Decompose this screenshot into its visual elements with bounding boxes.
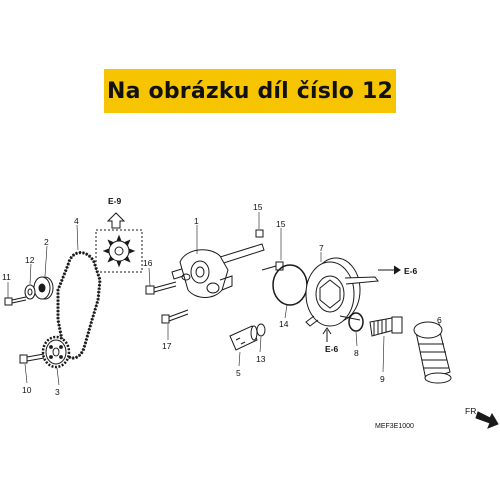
- callout-2: 2: [44, 237, 49, 247]
- callout-8: 8: [354, 348, 359, 358]
- washer-part-12: [24, 284, 36, 300]
- callout-labels: 1 2 3 4 5 6 7 8 9 10 11 12 13 14 15 15 1…: [2, 202, 442, 397]
- relief-valve-part-5: [229, 325, 258, 351]
- o-ring-part-8: [348, 312, 364, 332]
- bolt-part-17: [161, 309, 189, 324]
- callout-1: 1: [194, 216, 199, 226]
- drive-sprocket: [33, 276, 54, 300]
- banner-text: Na obrázku díl číslo 12: [107, 78, 393, 104]
- callout-16: 16: [143, 258, 153, 268]
- callout-11: 11: [2, 272, 11, 282]
- front-direction-arrow-icon: [475, 411, 499, 429]
- bolt-part-16: [145, 281, 177, 295]
- callout-6: 6: [437, 315, 442, 325]
- diagram-code: MEF3E1000: [375, 423, 414, 430]
- reference-e6-lower: E-6: [325, 344, 339, 354]
- o-ring-part-14: [272, 264, 308, 306]
- bolt-part-15a: [255, 229, 264, 238]
- oil-filter-part-6: [413, 321, 452, 384]
- bolt-part-10: [19, 353, 45, 364]
- leader-lines: [7, 212, 441, 386]
- callout-13: 13: [256, 354, 266, 364]
- sprocket-gear-icon: [102, 234, 136, 268]
- oil-cooler-part-7: [305, 257, 379, 327]
- callout-4: 4: [74, 216, 79, 226]
- callout-15b: 15: [276, 219, 286, 229]
- callout-14: 14: [279, 319, 289, 329]
- callout-15a: 15: [253, 202, 263, 212]
- callout-9: 9: [380, 374, 385, 384]
- center-bolt-part-9: [369, 316, 403, 337]
- callout-3: 3: [55, 387, 60, 397]
- title-banner: Na obrázku díl číslo 12: [104, 69, 396, 113]
- o-ring-part-13: [256, 323, 266, 337]
- up-arrow-icon: [106, 212, 126, 229]
- reference-e9: E-9: [108, 196, 122, 206]
- reference-e6-right: E-6: [404, 266, 418, 276]
- bolt-part-11: [4, 296, 27, 306]
- callout-10: 10: [22, 385, 32, 395]
- oil-pump-sprocket: [41, 335, 71, 369]
- oil-pump-assembly: [171, 243, 265, 298]
- callout-5: 5: [236, 368, 241, 378]
- direction-label: FR.: [465, 406, 479, 416]
- e6-up-arrow-icon: [322, 327, 332, 342]
- callout-7: 7: [319, 243, 324, 253]
- callout-17: 17: [162, 341, 172, 351]
- e6-right-arrow-icon: [378, 265, 401, 275]
- e9-reference-group: [95, 212, 143, 273]
- callout-12: 12: [25, 255, 35, 265]
